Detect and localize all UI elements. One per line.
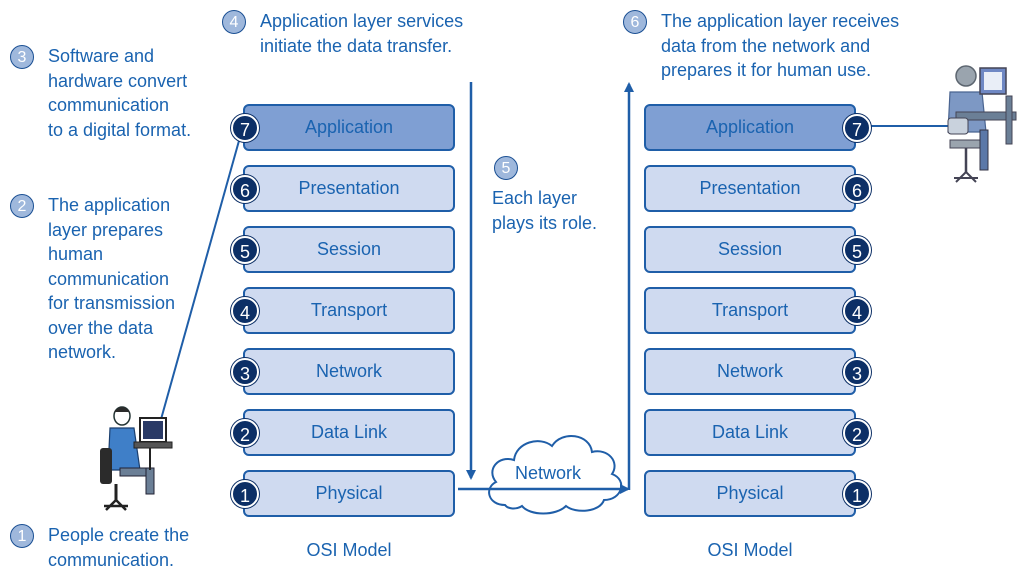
layer-label: Application (304, 117, 394, 137)
step-3-annotation: 3 Software and hardware convert communic… (10, 44, 191, 142)
layer-label: Physical (315, 483, 383, 503)
left-layer-presentation: Presentation (243, 165, 455, 212)
left-layer-transport: Transport (243, 287, 455, 334)
step-2-text: The application layer prepares human com… (48, 195, 176, 362)
left-layer-network: Network (243, 348, 455, 395)
left-layer-number-badge: 1 (231, 480, 259, 508)
right-model-label: OSI Model (707, 540, 793, 560)
right-layer-network: Network (644, 348, 856, 395)
step-1-badge: 1 (10, 524, 34, 548)
right-layer-data-link: Data Link (644, 409, 856, 456)
right-layer-physical: Physical (644, 470, 856, 517)
layer-label: Network (716, 361, 783, 381)
left-layer-application: Application (243, 104, 455, 151)
right-layer-number-badge: 2 (843, 419, 871, 447)
right-layer-transport: Transport (644, 287, 856, 334)
step-2-badge: 2 (10, 194, 34, 218)
layer-label: Transport (310, 300, 388, 320)
left-layer-number-badge: 3 (231, 358, 259, 386)
sender-person-icon (100, 406, 173, 511)
layer-label: Transport (711, 300, 789, 320)
left-model-label: OSI Model (306, 540, 392, 560)
layer-label: Session (717, 239, 783, 259)
right-layer-number-badge: 5 (843, 236, 871, 264)
right-layer-application: Application (644, 104, 856, 151)
left-layer-physical: Physical (243, 470, 455, 517)
step-4-text: Application layer services initiate the … (260, 11, 464, 56)
left-layer-number-badge: 7 (231, 114, 259, 142)
layer-label: Presentation (699, 178, 801, 198)
sender-link-line (157, 129, 243, 431)
step-5-badge: 5 (494, 156, 518, 180)
step-3-text: Software and hardware convert communicat… (48, 46, 192, 140)
layer-label: Data Link (310, 422, 388, 442)
step-4-annotation: 4 Application layer services initiate th… (222, 9, 463, 58)
step-1-text: People create the communication. (48, 525, 190, 570)
layer-label: Application (705, 117, 795, 137)
left-layer-number-badge: 6 (231, 175, 259, 203)
receiver-person-icon (947, 65, 1017, 183)
left-layer-number-badge: 4 (231, 297, 259, 325)
layer-label: Data Link (711, 422, 789, 442)
left-layer-number-badge: 5 (231, 236, 259, 264)
step-1-annotation: 1 People create the communication. (10, 523, 189, 572)
step-5-annotation: 5 Each layer plays its role. (492, 156, 597, 235)
right-layer-session: Session (644, 226, 856, 273)
layer-label: Presentation (298, 178, 400, 198)
right-layer-number-badge: 1 (843, 480, 871, 508)
left-layer-session: Session (243, 226, 455, 273)
left-layer-number-badge: 2 (231, 419, 259, 447)
left-layer-data-link: Data Link (243, 409, 455, 456)
right-layer-number-badge: 3 (843, 358, 871, 386)
step-4-badge: 4 (222, 10, 246, 34)
step-6-annotation: 6 The application layer receives data fr… (623, 9, 899, 83)
right-layer-presentation: Presentation (644, 165, 856, 212)
step-3-badge: 3 (10, 45, 34, 69)
network-cloud-label: Network (503, 463, 593, 484)
step-5-text: Each layer plays its role. (492, 188, 598, 233)
right-layer-number-badge: 4 (843, 297, 871, 325)
right-layer-number-badge: 6 (843, 175, 871, 203)
layer-label: Physical (716, 483, 784, 503)
step-2-annotation: 2 The application layer prepares human c… (10, 193, 175, 365)
layer-label: Session (316, 239, 382, 259)
step-6-badge: 6 (623, 10, 647, 34)
layer-label: Network (315, 361, 382, 381)
step-6-text: The application layer receives data from… (661, 11, 900, 80)
right-layer-number-badge: 7 (843, 114, 871, 142)
